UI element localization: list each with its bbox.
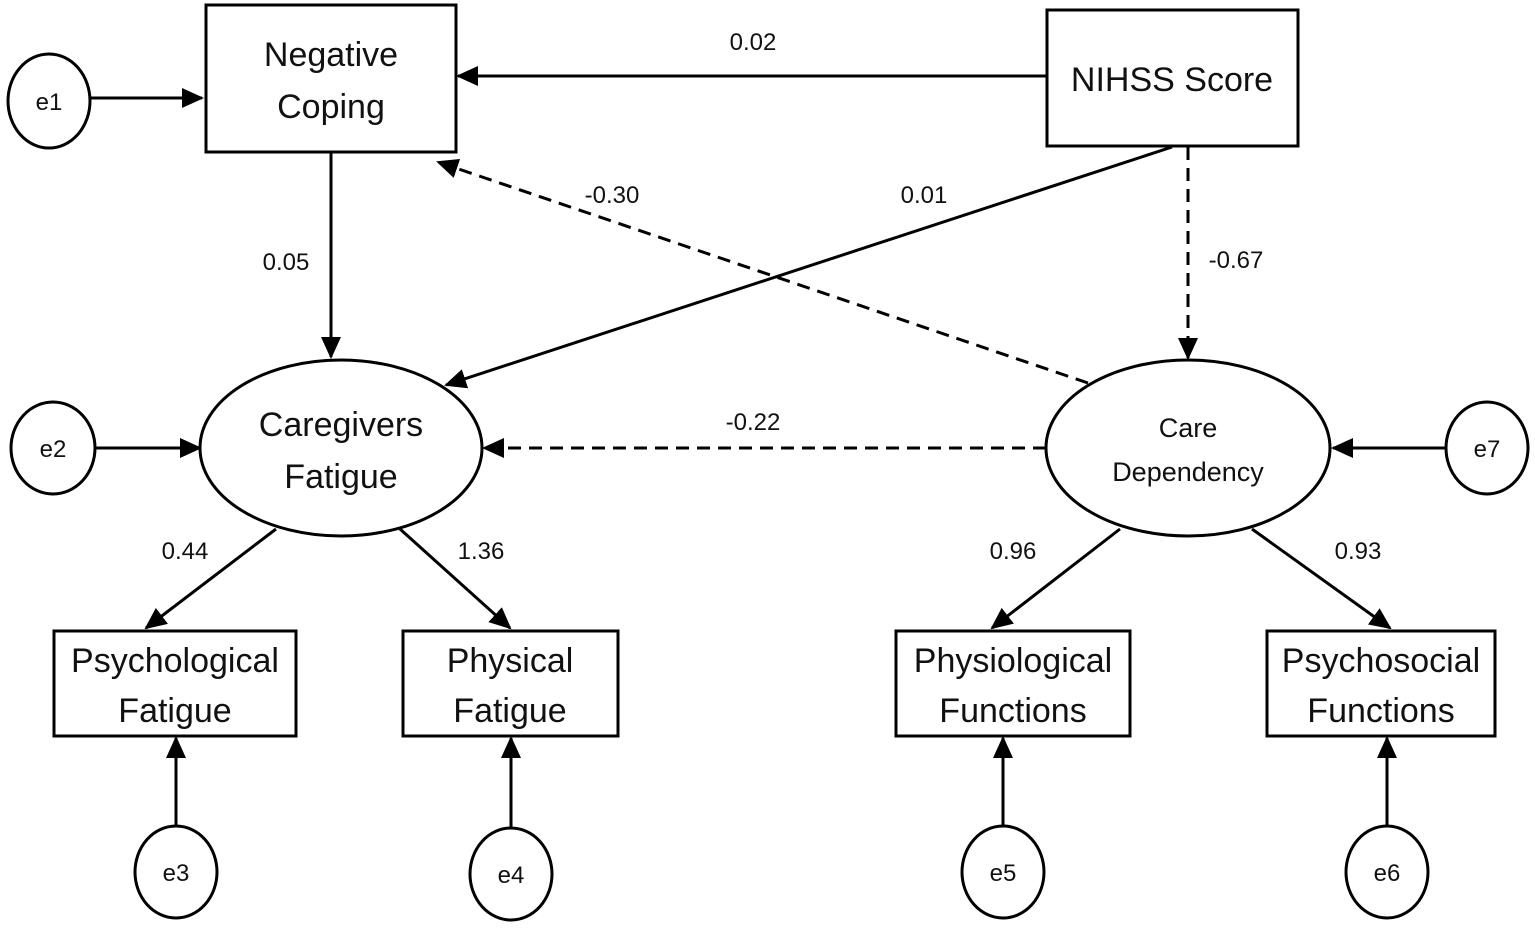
coef-dependency-to-psychosocial: 0.93 xyxy=(1335,538,1382,565)
coef-coping-to-fatigue: 0.05 xyxy=(263,249,310,276)
node-physiological-functions-line2: Functions xyxy=(939,692,1086,730)
error-e4-label: e4 xyxy=(498,862,525,889)
node-psychosocial-functions-line1: Psychosocial xyxy=(1282,642,1480,680)
node-care-dependency-line1: Care xyxy=(1159,413,1218,443)
path-dependency-to-coping xyxy=(436,158,1089,385)
error-e5: e5 xyxy=(960,824,1046,920)
path-dependency-to-psychosocial xyxy=(1251,527,1392,630)
error-e2: e2 xyxy=(9,400,97,496)
error-e6-label: e6 xyxy=(1374,860,1401,887)
error-e1-label: e1 xyxy=(36,89,63,116)
error-e7-label: e7 xyxy=(1474,436,1501,463)
coef-fatigue-to-psychological: 0.44 xyxy=(162,538,209,565)
coef-fatigue-to-physical: 1.36 xyxy=(458,538,505,565)
coef-dependency-to-coping: -0.30 xyxy=(585,182,640,209)
error-e3: e3 xyxy=(133,824,219,920)
path-dependency-to-physiological xyxy=(990,527,1121,630)
node-caregivers-fatigue-line1: Caregivers xyxy=(259,406,423,444)
error-e2-label: e2 xyxy=(40,436,67,463)
path-nihss-to-fatigue xyxy=(444,145,1173,389)
coef-dependency-to-physiological: 0.96 xyxy=(990,538,1037,565)
node-psychological-fatigue-line1: Psychological xyxy=(71,642,279,680)
node-caregivers-fatigue-line2: Fatigue xyxy=(284,458,397,496)
node-physical-fatigue-line1: Physical xyxy=(447,642,574,680)
coef-nihss-to-coping: 0.02 xyxy=(730,29,777,56)
node-physiological-functions-line1: Physiological xyxy=(914,642,1112,680)
node-physical-fatigue-line2: Fatigue xyxy=(453,692,566,730)
error-e7: e7 xyxy=(1444,400,1530,496)
error-e5-label: e5 xyxy=(990,860,1017,887)
node-care-dependency: Care Dependency xyxy=(1044,358,1332,538)
node-negative-coping-line2: Coping xyxy=(277,88,385,126)
error-e4: e4 xyxy=(468,826,554,922)
node-physical-fatigue: Physical Fatigue xyxy=(401,629,620,738)
node-caregivers-fatigue: Caregivers Fatigue xyxy=(198,358,484,538)
node-psychosocial-functions: Psychosocial Functions xyxy=(1265,629,1497,738)
error-e6: e6 xyxy=(1344,824,1430,920)
node-negative-coping: Negative Coping xyxy=(204,3,458,154)
coef-nihss-to-fatigue: 0.01 xyxy=(901,182,948,209)
node-nihss-score-label: NIHSS Score xyxy=(1071,61,1273,99)
path-fatigue-to-psychological xyxy=(144,527,277,630)
node-psychological-fatigue: Psychological Fatigue xyxy=(52,629,298,738)
error-e1: e1 xyxy=(6,52,92,150)
node-physiological-functions: Physiological Functions xyxy=(894,629,1132,738)
node-psychosocial-functions-line2: Functions xyxy=(1307,692,1454,730)
coef-dependency-to-fatigue: -0.22 xyxy=(726,409,781,436)
node-psychological-fatigue-line2: Fatigue xyxy=(118,692,231,730)
node-care-dependency-line2: Dependency xyxy=(1112,457,1264,487)
node-negative-coping-line1: Negative xyxy=(264,36,398,74)
coef-nihss-to-dependency: -0.67 xyxy=(1209,247,1264,274)
node-nihss-score: NIHSS Score xyxy=(1045,8,1300,148)
path-fatigue-to-physical xyxy=(398,527,512,630)
error-e3-label: e3 xyxy=(163,860,190,887)
